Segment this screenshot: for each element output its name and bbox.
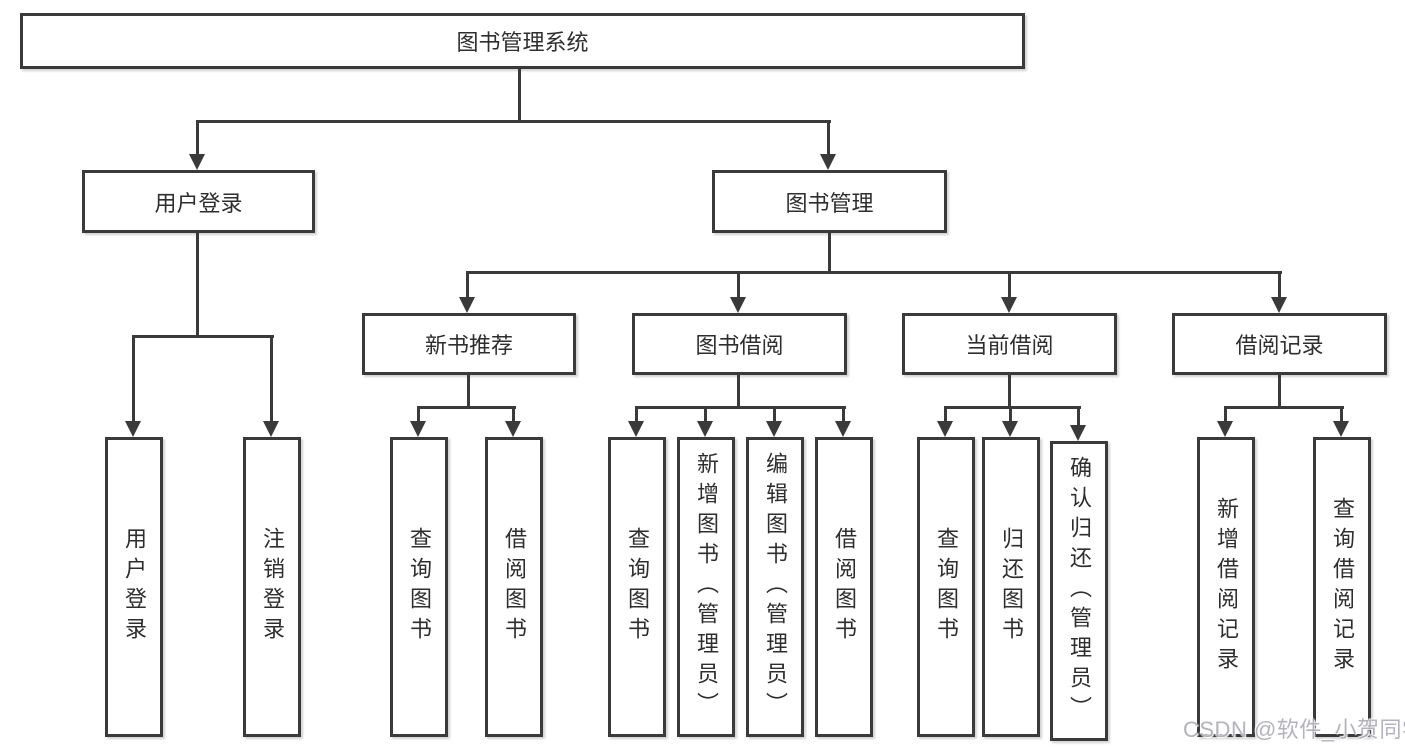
arrow-to-leaf-borrow-books-recommend <box>505 406 521 437</box>
connector-recommend-hline <box>417 406 516 409</box>
leaf-query-borrow-record: 查询借阅记录 <box>1313 437 1371 737</box>
arrow-to-user-login <box>189 120 205 170</box>
arrow-to-leaf-confirm-return <box>1070 406 1086 441</box>
leaf-query-books-recommend: 查询图书 <box>390 437 448 737</box>
arrow-to-leaf-query-books-current <box>937 406 953 437</box>
arrow-to-leaf-edit-book-admin <box>766 406 782 437</box>
connector-recommend-vline <box>467 375 470 406</box>
node-book-borrow: 图书借阅 <box>632 313 847 375</box>
connector-records-vline <box>1278 375 1281 406</box>
arrow-to-leaf-add-book-admin <box>697 406 713 437</box>
arrow-to-leaf-borrow-books-borrow <box>835 406 851 437</box>
connector-records-hline <box>1224 406 1344 409</box>
leaf-confirm-return-admin: 确认归还（管理员） <box>1050 441 1108 741</box>
node-book-management: 图书管理 <box>712 170 947 233</box>
arrow-to-leaf-user-login <box>125 335 141 437</box>
node-root-library-system: 图书管理系统 <box>20 13 1025 69</box>
leaf-query-books-current: 查询图书 <box>917 437 975 737</box>
connector-borrow-vline <box>737 375 740 406</box>
leaf-borrow-books-recommend: 借阅图书 <box>485 437 543 737</box>
connector-current-vline <box>1008 375 1011 406</box>
node-new-book-recommend: 新书推荐 <box>362 313 576 375</box>
connector-book-mgmt-vline <box>828 233 831 271</box>
leaf-add-book-admin: 新增图书（管理员） <box>677 437 735 737</box>
arrow-to-leaf-logout <box>263 335 279 437</box>
arrow-to-book-management <box>820 120 836 170</box>
leaf-add-borrow-record: 新增借阅记录 <box>1197 437 1255 737</box>
arrow-to-leaf-return-book <box>1002 406 1018 437</box>
connector-root-vline <box>518 68 521 120</box>
leaf-edit-book-admin: 编辑图书（管理员） <box>746 437 804 737</box>
node-user-login: 用户登录 <box>82 170 315 233</box>
connector-root-hline <box>197 120 831 123</box>
connector-user-login-hline <box>132 335 274 338</box>
leaf-query-books-borrow: 查询图书 <box>608 437 666 737</box>
arrow-to-borrow-records <box>1271 271 1287 313</box>
connector-current-hline <box>944 406 1081 409</box>
leaf-user-login: 用户登录 <box>105 437 163 737</box>
arrow-to-leaf-query-books-recommend <box>410 406 426 437</box>
leaf-logout: 注销登录 <box>243 437 301 737</box>
arrow-to-book-borrow <box>730 271 746 313</box>
arrow-to-leaf-query-books-borrow <box>628 406 644 437</box>
node-current-borrow: 当前借阅 <box>902 313 1117 375</box>
arrow-to-leaf-add-borrow-record <box>1217 406 1233 437</box>
connector-user-login-vline <box>196 233 199 335</box>
connector-borrow-hline <box>635 406 846 409</box>
leaf-borrow-books-borrow: 借阅图书 <box>815 437 873 737</box>
node-borrow-records: 借阅记录 <box>1172 313 1387 375</box>
arrow-to-new-book-recommend <box>459 271 475 313</box>
arrow-to-leaf-query-borrow-record <box>1333 406 1349 437</box>
watermark: CSDN @软件_小贺同学 <box>1183 717 1405 742</box>
connector-book-mgmt-hline <box>466 271 1282 274</box>
arrow-to-current-borrow <box>1001 271 1017 313</box>
leaf-return-book: 归还图书 <box>982 437 1040 737</box>
